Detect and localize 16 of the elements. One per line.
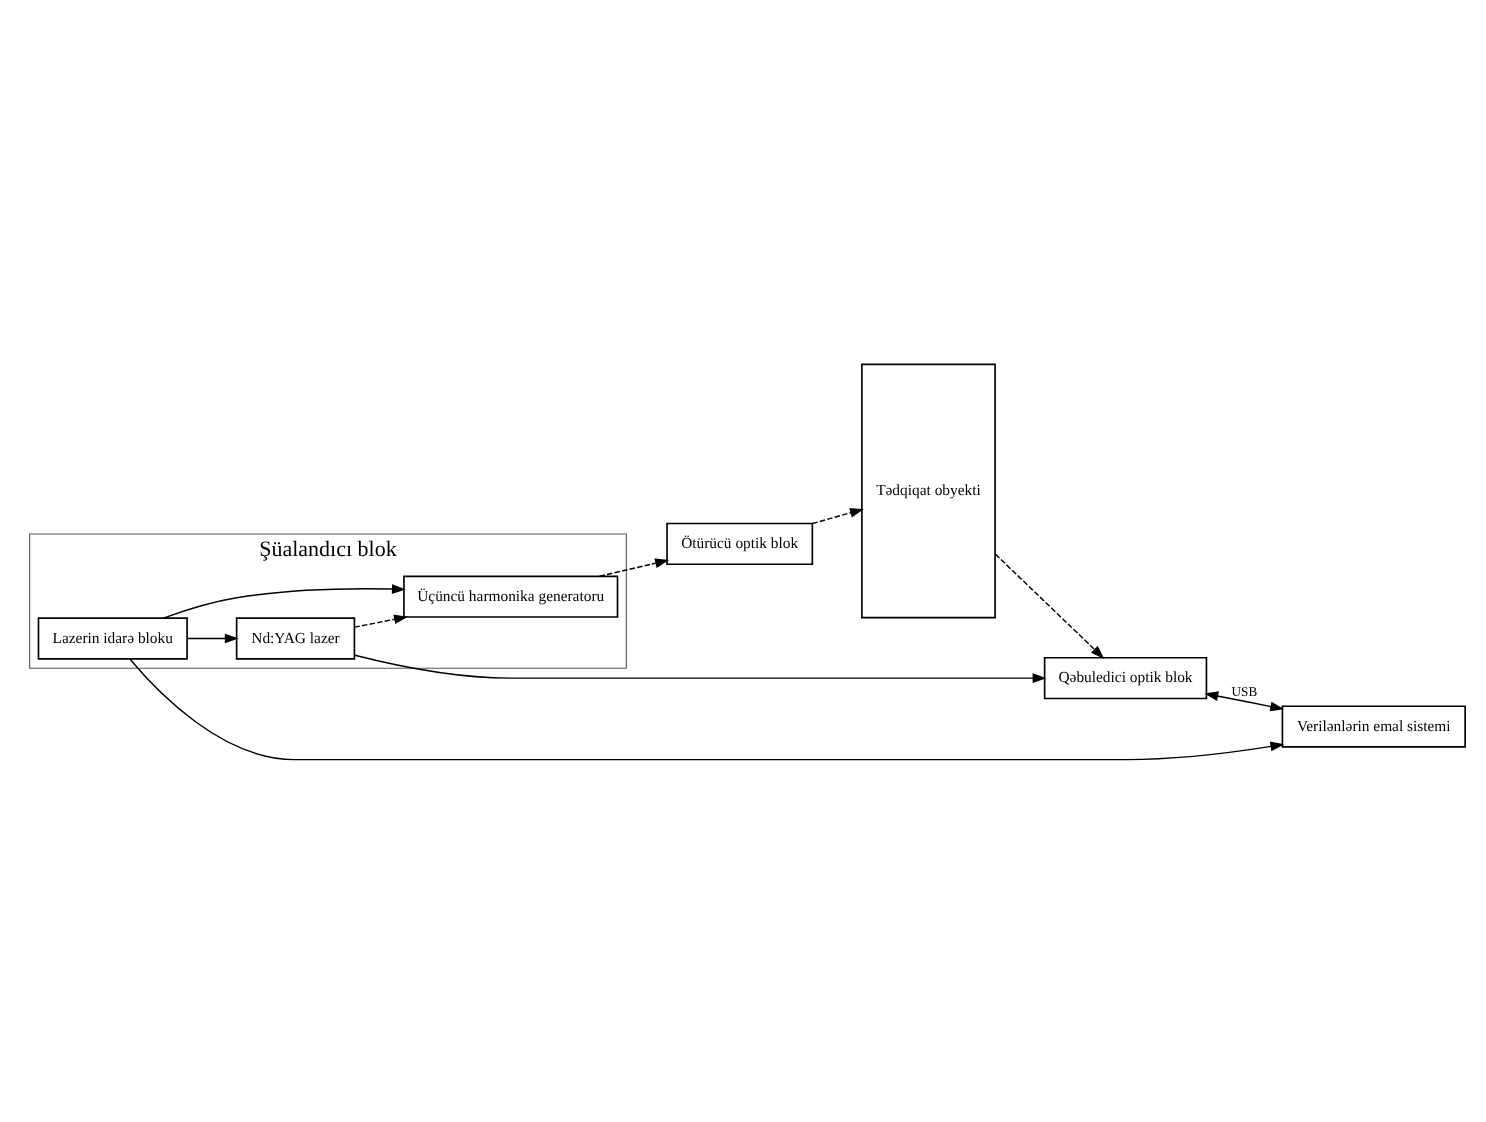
node-box: Tədqiqat obyekti [861,362,996,618]
arrow [129,657,1285,760]
arrow [186,632,239,643]
node-box: Lazerin idarə bloku [37,616,188,659]
arrow [354,653,1047,682]
node-box: Qəbuledici optik blok [1043,655,1208,699]
node-box: Üçüncü harmonika generatoru [403,574,619,617]
arrow [598,557,670,576]
arrow [811,507,864,524]
node-box: Nd:YAG lazer [235,616,356,659]
arrow [162,583,406,618]
arrow [353,613,408,627]
arrow [1204,690,1285,711]
node-box: Verilənlərin emal sistemi [1281,704,1466,747]
arrow [994,552,1105,658]
node-box: Ötürücü optik blok [666,521,814,565]
